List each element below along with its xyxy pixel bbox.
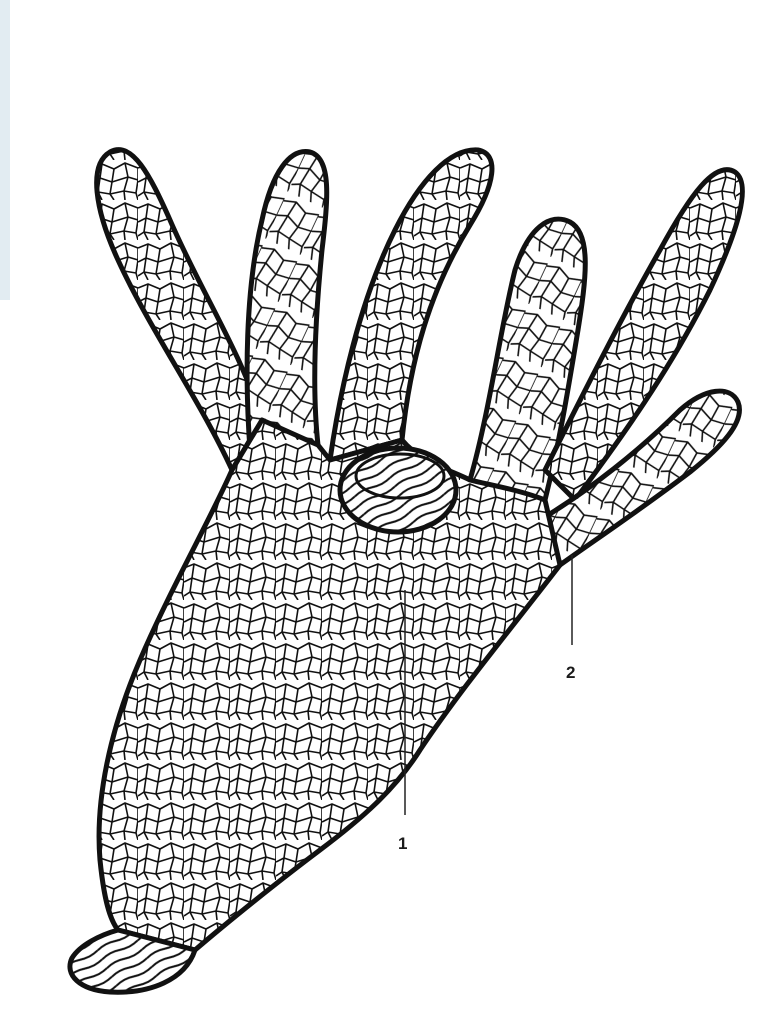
hydra-body bbox=[99, 420, 560, 950]
tentacle-2 bbox=[247, 152, 327, 450]
label-1: 1 bbox=[398, 834, 407, 853]
tentacle-1 bbox=[97, 150, 262, 470]
mouth-hypostome bbox=[340, 448, 456, 532]
label-2: 2 bbox=[566, 663, 575, 682]
tentacle-3 bbox=[330, 150, 492, 460]
scan-edge bbox=[0, 0, 10, 300]
